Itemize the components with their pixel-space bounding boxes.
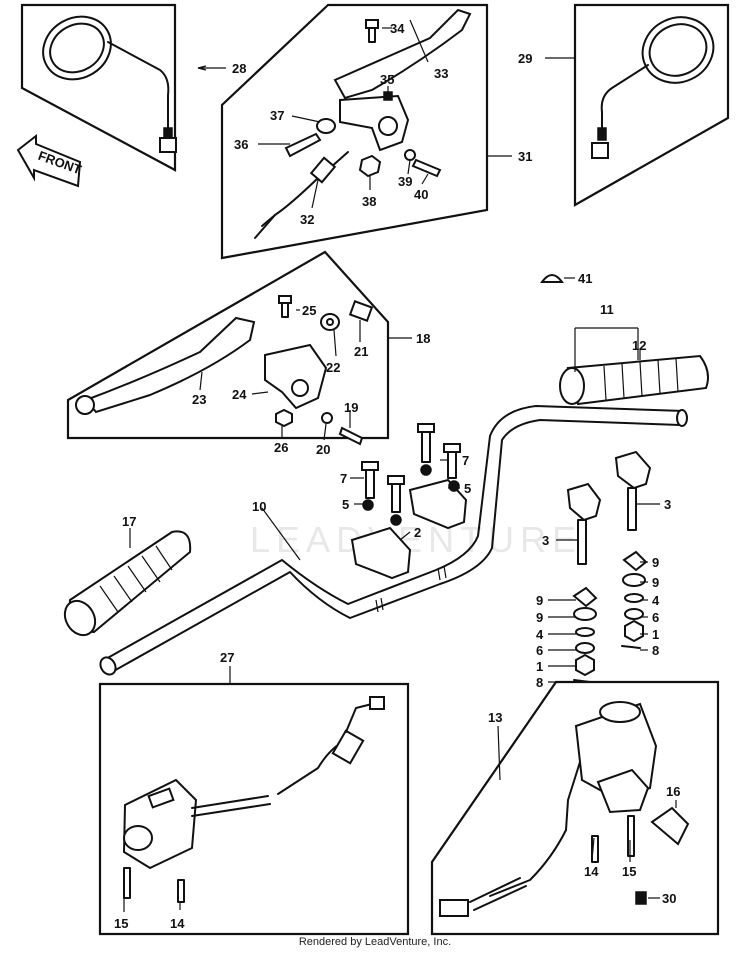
callout-33: 33: [434, 66, 448, 81]
callout-29: 29: [518, 51, 532, 66]
callout-38: 38: [362, 194, 376, 209]
callout-9d: 9: [536, 610, 543, 625]
callout-26: 26: [274, 440, 288, 455]
watermark-text: LEADVENTURE: [250, 519, 582, 560]
callout-8a: 8: [652, 643, 659, 658]
callout-37: 37: [270, 108, 284, 123]
callout-6a: 6: [652, 610, 659, 625]
callout-12: 12: [632, 338, 646, 353]
left-switch-group: [98, 682, 410, 936]
callout-5a: 5: [342, 497, 349, 512]
right-grip: [559, 354, 709, 406]
callout-7a: 7: [340, 471, 347, 486]
callout-39: 39: [398, 174, 412, 189]
callout-9b: 9: [652, 575, 659, 590]
callout-32: 32: [300, 212, 314, 227]
callout-20: 20: [316, 442, 330, 457]
handlebar: [99, 405, 688, 676]
callout-1b: 1: [536, 659, 543, 674]
callout-31: 31: [518, 149, 532, 164]
callout-16: 16: [666, 784, 680, 799]
callout-41: 41: [578, 271, 592, 286]
callout-4b: 4: [536, 627, 544, 642]
callout-17: 17: [122, 514, 136, 529]
handlebar-holders: [350, 423, 468, 580]
callout-13: 13: [488, 710, 502, 725]
callout-14b: 14: [170, 916, 185, 931]
callout-27: 27: [220, 650, 234, 665]
leader-lines: [123, 19, 677, 912]
callout-23: 23: [192, 392, 206, 407]
callout-7b: 7: [462, 453, 469, 468]
callout-28: 28: [232, 61, 246, 76]
callout-36: 36: [234, 137, 248, 152]
callout-3b: 3: [664, 497, 671, 512]
callout-35: 35: [380, 72, 394, 87]
callout-9c: 9: [536, 593, 543, 608]
callout-5b: 5: [464, 481, 471, 496]
callout-6b: 6: [536, 643, 543, 658]
callout-11: 11: [600, 302, 614, 317]
mirror-left-group: [20, 3, 177, 172]
callout-19: 19: [344, 400, 358, 415]
callout-34: 34: [390, 21, 405, 36]
cap-41: [540, 274, 564, 283]
callout-10: 10: [252, 499, 266, 514]
callout-8b: 8: [536, 675, 543, 690]
callout-40: 40: [414, 187, 428, 202]
callout-1a: 1: [652, 627, 659, 642]
callout-24: 24: [232, 387, 247, 402]
handlebar-clamps: [566, 450, 652, 683]
callout-18: 18: [416, 331, 430, 346]
callout-25: 25: [302, 303, 316, 318]
left-grip: [63, 530, 192, 637]
brake-lever-assembly-group: [66, 250, 390, 446]
callout-labels: 28 29 34 33 35 37 36 32 38 39 40 31 41 1…: [114, 21, 680, 931]
footer-credit: Rendered by LeadVenture, Inc.: [298, 936, 452, 948]
right-switch-group: [430, 680, 720, 936]
callout-2: 2: [414, 525, 421, 540]
callout-21: 21: [354, 344, 368, 359]
mirror-right-group: [573, 3, 730, 207]
callout-30: 30: [662, 891, 676, 906]
callout-4a: 4: [652, 593, 660, 608]
callout-15b: 15: [114, 916, 128, 931]
callout-3a: 3: [542, 533, 549, 548]
callout-15a: 15: [622, 864, 636, 879]
callout-9a: 9: [652, 555, 659, 570]
front-arrow: FRONT: [16, 133, 83, 188]
callout-22: 22: [326, 360, 340, 375]
clutch-lever-assembly-group: [220, 3, 489, 260]
callout-14a: 14: [584, 864, 599, 879]
